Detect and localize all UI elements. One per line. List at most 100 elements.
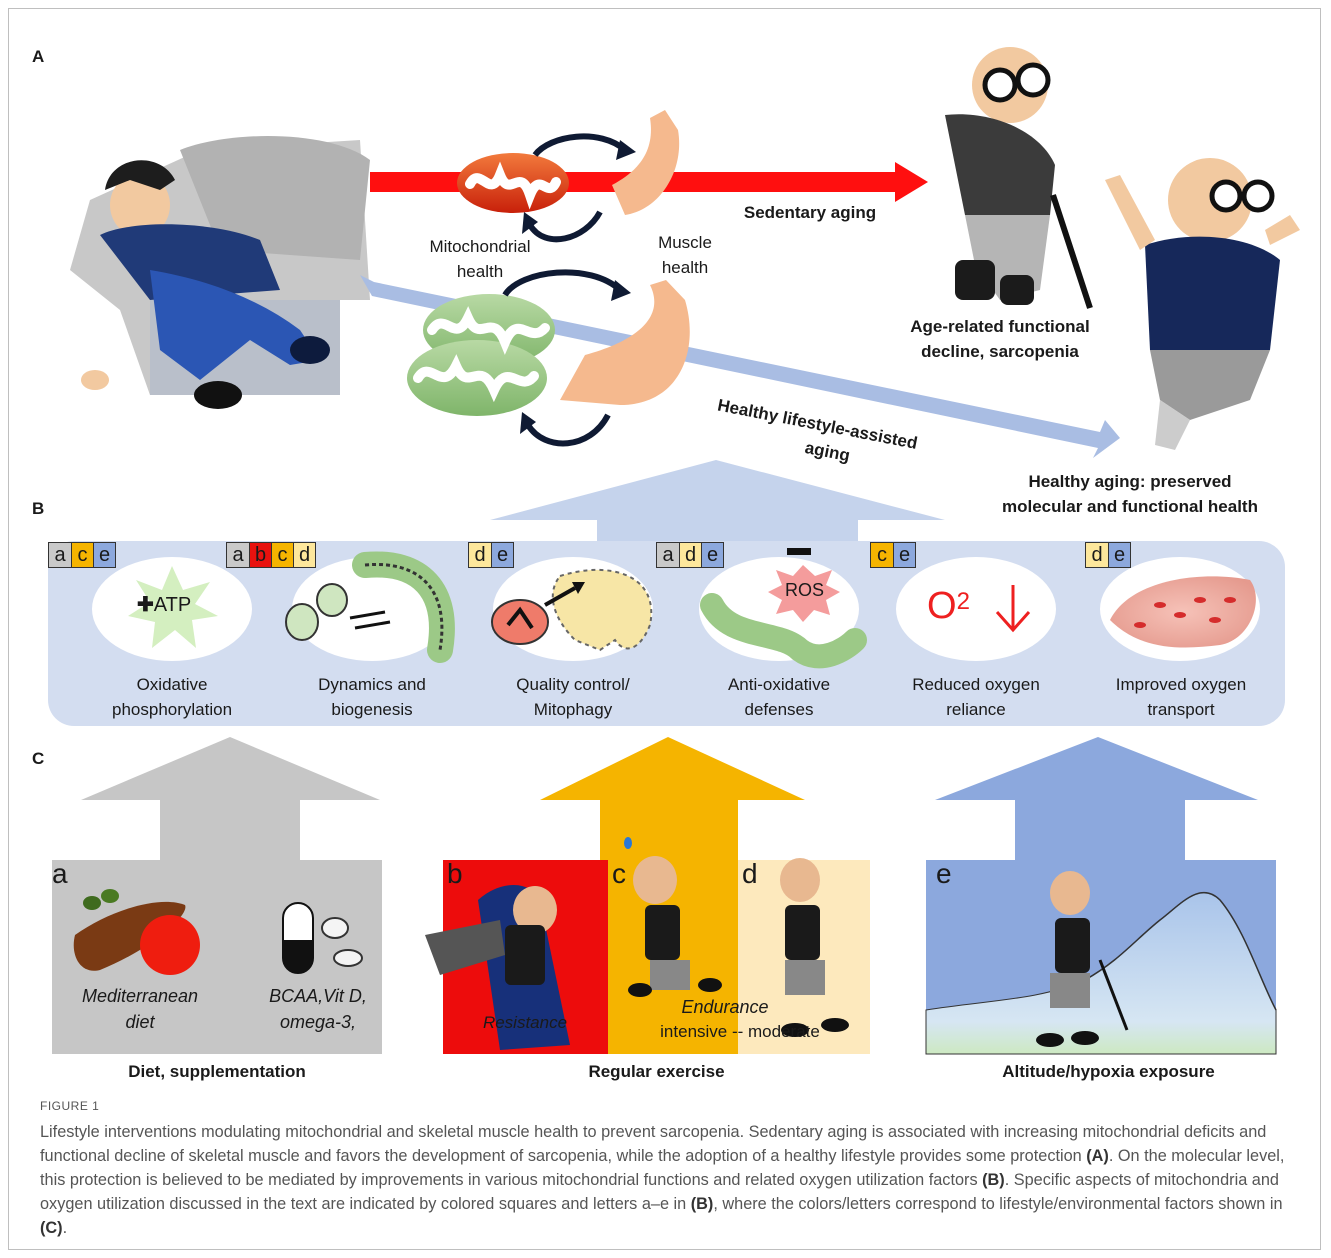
anti-oxidative-icon <box>700 548 867 669</box>
down-arrow-icon <box>995 585 1031 633</box>
label-line-1: Anti-oxidative <box>727 675 831 694</box>
blood-vessel-tissue-icon <box>1110 576 1256 648</box>
label-line-1: Dynamics and <box>318 675 426 694</box>
letter-d: d <box>742 858 758 889</box>
resistance-label: Resistance <box>482 1013 568 1032</box>
tags-anti-oxidative: a d e <box>656 542 724 568</box>
label-line-1: Oxidative <box>136 675 208 694</box>
exercise-title: Regular exercise <box>588 1062 725 1081</box>
label-line-2: Mitophagy <box>533 700 613 719</box>
mitophagy-icon <box>491 568 653 652</box>
tags-dynamics: a b c d <box>226 542 316 568</box>
diet-arrow <box>81 737 380 860</box>
intensity-label: intensive -- moderate <box>660 1022 820 1041</box>
tag-b: b <box>249 543 271 567</box>
figure-frame <box>8 8 1321 1250</box>
panel-c-letter: C <box>32 749 45 768</box>
muscle-health-line-2: health <box>661 258 709 277</box>
sedentary-aging-label: Sedentary aging <box>743 203 877 222</box>
healthy-elderly-running-illustration <box>1105 158 1300 450</box>
functional-decline-line-2: decline, sarcopenia <box>921 342 1079 361</box>
caption-text: . Specific aspects of mitochondria and o… <box>40 1171 1279 1213</box>
caption-text: , where the colors/letters correspond to… <box>713 1195 1283 1213</box>
tag-e: e <box>1108 543 1130 567</box>
label-line-1: Reduced oxygen <box>912 675 1040 694</box>
label-oxidative-phosphorylation: Oxidative phosphorylation <box>112 672 232 722</box>
food-line-2: diet <box>125 1012 155 1032</box>
caption-ref-c: (C) <box>40 1219 63 1237</box>
tags-oxygen-transport: d e <box>1085 542 1131 568</box>
functional-decline-label: Age-related functional decline, sarcopen… <box>895 314 1105 364</box>
caption-ref-a: (A) <box>1086 1147 1109 1165</box>
moderate-walking-illustration <box>780 858 849 1037</box>
supp-line-2: omega-3, <box>279 1012 357 1032</box>
food-line-1: Mediterranean <box>81 986 199 1006</box>
tag-d: d <box>469 543 491 567</box>
sedentary-person-illustration <box>81 160 330 409</box>
tag-c: c <box>271 543 293 567</box>
tag-d: d <box>293 543 315 567</box>
tag-a: a <box>227 543 249 567</box>
mediterranean-diet-label: Mediterranean diet <box>65 983 215 1035</box>
healthy-aging-line-2: molecular and functional health <box>1002 497 1258 516</box>
caption-ref-b: (B) <box>690 1195 714 1213</box>
tag-e: e <box>491 543 513 567</box>
intensive-running-illustration <box>624 837 722 997</box>
label-oxygen-transport: Improved oxygen transport <box>1106 672 1256 722</box>
tag-c: c <box>71 543 93 567</box>
label-line-2: defenses <box>744 700 814 719</box>
altitude-arrow <box>935 737 1258 860</box>
letter-c: c <box>612 858 626 889</box>
diet-title: Diet, supplementation <box>128 1062 306 1081</box>
supp-line-1: BCAA,Vit D, <box>269 986 367 1006</box>
tags-quality-control: d e <box>468 542 514 568</box>
tag-c: c <box>871 543 893 567</box>
mediterranean-food-icon <box>73 889 200 975</box>
tag-e: e <box>893 543 915 567</box>
letter-a: a <box>52 858 68 889</box>
mito-muscle-cycle-healthy <box>407 269 690 447</box>
oxygen-symbol: O2 <box>927 585 970 627</box>
mito-health-line-2: health <box>456 262 504 281</box>
figure-caption: Lifestyle interventions modulating mitoc… <box>40 1120 1295 1240</box>
mito-health-line-1: Mitochondrial <box>429 237 531 256</box>
tag-e: e <box>93 543 115 567</box>
healthy-aging-line-1: Healthy aging: preserved <box>1028 472 1232 491</box>
label-line-2: reliance <box>946 700 1006 719</box>
pills-icon <box>282 902 363 974</box>
healthy-aging-label: Healthy aging: preserved molecular and f… <box>975 469 1285 519</box>
endurance-label: Endurance <box>681 997 769 1017</box>
muscle-health-line-1: Muscle <box>658 233 712 252</box>
resistance-exercise-illustration <box>425 885 570 1050</box>
caption-ref-b: (B) <box>982 1171 1005 1189</box>
panel-b-to-a-arrow <box>490 460 945 545</box>
figure-label: FIGURE 1 <box>40 1099 100 1113</box>
label-quality-control: Quality control/ Mitophagy <box>503 672 643 722</box>
caption-text: . <box>62 1219 68 1237</box>
ros-label: ROS <box>785 580 825 600</box>
label-line-2: phosphorylation <box>112 700 233 719</box>
tag-a: a <box>657 543 679 567</box>
mito-muscle-cycle-sedentary <box>457 110 680 243</box>
label-anti-oxidative: Anti-oxidative defenses <box>709 672 849 722</box>
tags-reduced-oxygen: c e <box>870 542 916 568</box>
caption-text: . On the molecular level, this protectio… <box>40 1147 1285 1189</box>
supplements-label: BCAA,Vit D, omega-3, <box>258 983 378 1035</box>
elderly-with-cane-illustration <box>945 47 1093 309</box>
atp-label: ✚ATP <box>137 594 192 616</box>
label-reduced-oxygen: Reduced oxygen reliance <box>906 672 1046 722</box>
tag-d: d <box>1086 543 1108 567</box>
label-dynamics-biogenesis: Dynamics and biogenesis <box>302 672 442 722</box>
altitude-title: Altitude/hypoxia exposure <box>1002 1062 1215 1081</box>
panel-b-letter: B <box>32 499 45 518</box>
letter-b: b <box>447 858 463 889</box>
tags-oxidative: a c e <box>48 542 116 568</box>
caption-text: Lifestyle interventions modulating mitoc… <box>40 1123 1267 1165</box>
mito-dynamics-icon <box>285 551 455 663</box>
mito-health-label: Mitochondrial health <box>415 234 545 284</box>
panel-a-letter: A <box>32 47 45 66</box>
tag-e: e <box>701 543 723 567</box>
label-line-2: transport <box>1147 700 1215 719</box>
atp-star-icon <box>128 566 218 648</box>
